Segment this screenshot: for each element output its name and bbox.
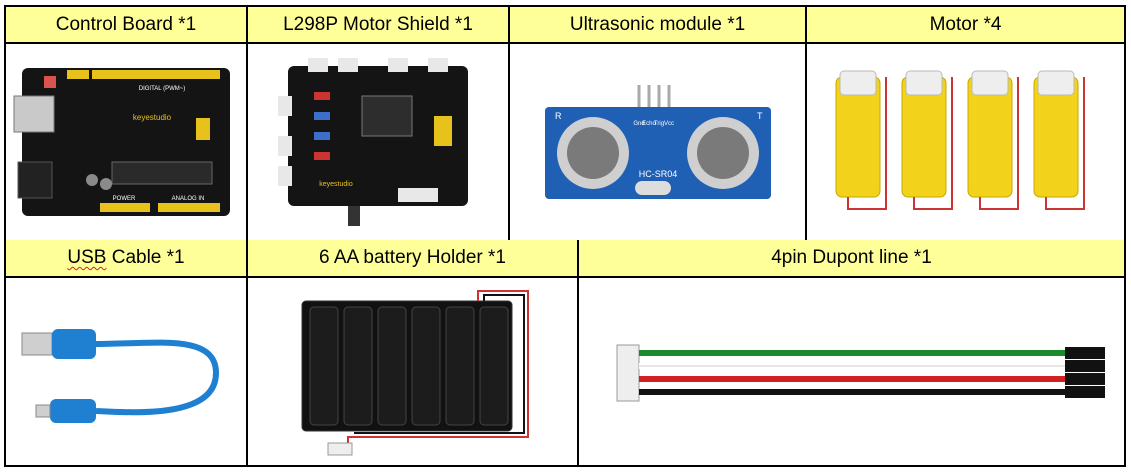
sensor-side-r: R <box>555 111 562 121</box>
sensor-model-text: HC-SR04 <box>638 169 677 179</box>
header-battery-holder: 6 AA battery Holder *1 <box>248 240 579 278</box>
board-power-text: POWER <box>113 196 136 202</box>
label-dupont-line: 4pin Dupont line *1 <box>771 247 932 268</box>
motor-picture <box>835 70 1085 210</box>
battery-holder-image <box>248 278 579 467</box>
control-board-picture: keyestudio DIGITAL (PWM~) POWER ANALOG I… <box>13 68 230 216</box>
usb-cable-picture <box>21 328 220 423</box>
battery-holder-picture <box>301 289 529 455</box>
ultrasonic-picture: HC-SR04 Vcc Trig Echo Gnd R T <box>544 85 771 199</box>
header-control-board: Control Board *1 <box>6 7 248 44</box>
label-ultrasonic: Ultrasonic module *1 <box>569 13 746 35</box>
board-digital-text: DIGITAL (PWM~) <box>139 86 186 92</box>
label-control-board: Control Board *1 <box>55 13 197 35</box>
label-motor-shield: L298P Motor Shield *1 <box>283 13 473 35</box>
usb-cable-image <box>6 278 248 467</box>
label-usb-cable: USB Cable *1 <box>67 247 184 269</box>
sensor-pin-echo: Echo <box>642 121 656 127</box>
image-row-1: keyestudio DIGITAL (PWM~) POWER ANALOG I… <box>6 44 1124 242</box>
header-motor: Motor *4 <box>807 7 1124 44</box>
board-analog-text: ANALOG IN <box>172 196 205 202</box>
parts-list-table: Control Board *1 L298P Motor Shield *1 U… <box>4 5 1126 467</box>
header-row-1: Control Board *1 L298P Motor Shield *1 U… <box>6 7 1124 44</box>
motor-unit-1 <box>835 70 887 210</box>
label-motor: Motor *4 <box>929 13 1002 35</box>
motor-unit-4 <box>1033 70 1085 210</box>
ultrasonic-image: HC-SR04 Vcc Trig Echo Gnd R T <box>510 44 807 240</box>
motor-unit-2 <box>901 70 953 210</box>
sensor-pin-gnd: Gnd <box>633 121 644 127</box>
sensor-side-t: T <box>757 111 763 121</box>
dupont-line-picture <box>616 344 1105 401</box>
label-usb-rest: Cable *1 <box>106 247 185 268</box>
header-dupont-line: 4pin Dupont line *1 <box>579 240 1124 278</box>
header-row-2: USB Cable *1 6 AA battery Holder *1 4pin… <box>6 240 1124 278</box>
label-battery-holder: 6 AA battery Holder *1 <box>319 247 506 268</box>
image-row-2 <box>6 278 1124 467</box>
motor-unit-3 <box>967 70 1019 210</box>
motor-shield-picture: keyestudio <box>278 58 468 226</box>
dupont-line-image <box>579 278 1124 467</box>
header-motor-shield: L298P Motor Shield *1 <box>248 7 510 44</box>
header-ultrasonic: Ultrasonic module *1 <box>510 7 807 44</box>
shield-brand-text: keyestudio <box>319 181 353 188</box>
header-usb-cable: USB Cable *1 <box>6 240 248 278</box>
board-brand-text: keyestudio <box>133 113 172 122</box>
motor-shield-image: keyestudio <box>248 44 510 240</box>
label-usb-word: USB <box>67 247 107 268</box>
sensor-pin-trig: Trig <box>653 121 663 127</box>
motor-image <box>807 44 1124 240</box>
sensor-pin-vcc: Vcc <box>663 121 673 127</box>
control-board-image: keyestudio DIGITAL (PWM~) POWER ANALOG I… <box>6 44 248 240</box>
